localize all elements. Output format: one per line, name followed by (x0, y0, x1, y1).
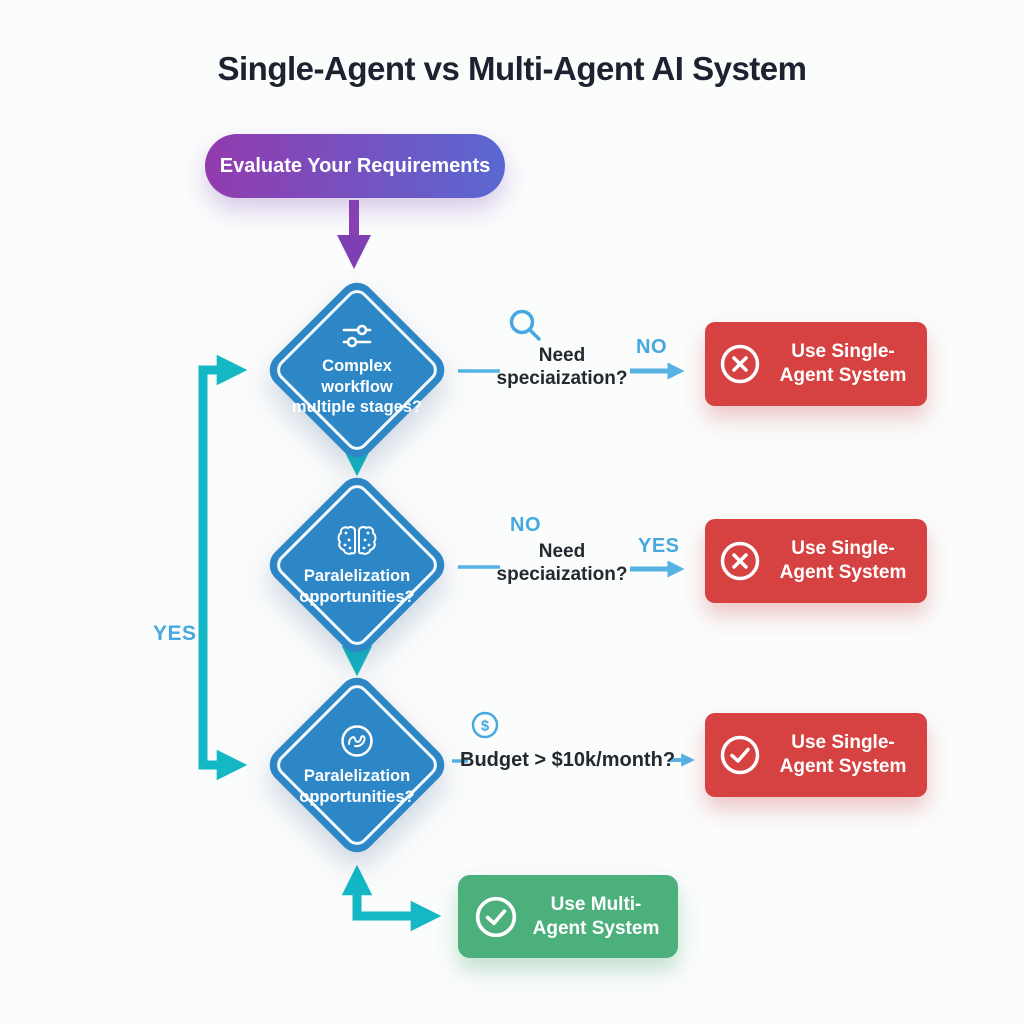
question-need-specialization-2: Need speciaization? (496, 541, 628, 585)
question-budget: Budget > $10k/month? (460, 749, 676, 771)
magnifier-icon (509, 309, 541, 341)
branch-label-yes-2: YES (638, 535, 680, 557)
question-need-specialization-1: Need speciaization? (496, 345, 628, 389)
decision-parallelization-2: Paralelization opportunities? (262, 670, 452, 860)
result-label: Use Single-Agent System (779, 732, 907, 777)
result-single-agent-3: Use Single-Agent System (705, 713, 927, 797)
branch-label-no-1: NO (636, 336, 667, 358)
decision-parallelization-1: Paralelization opportunities? (262, 470, 452, 660)
branch-label-no-2: NO (510, 514, 541, 536)
dollar-circle-icon: $ (471, 711, 499, 739)
sliders-icon (342, 324, 372, 348)
circled-brain-icon (341, 725, 373, 758)
final-label: Use Multi-Agent System (532, 893, 660, 939)
x-circle-icon (720, 344, 760, 384)
page-title: Single-Agent vs Multi-Agent AI System (217, 50, 807, 87)
result-label: Use Single-Agent System (779, 341, 907, 386)
x-circle-icon (720, 541, 760, 581)
decision-label: Paralelization opportunities? (299, 567, 415, 606)
decision-label: Paralelization opportunities? (299, 767, 415, 806)
yes-path-line-top (198, 354, 248, 770)
check-circle-icon (475, 896, 517, 937)
result-label: Use Single-Agent System (779, 538, 907, 583)
brain-icon (337, 526, 377, 556)
check-circle-icon (720, 735, 760, 775)
start-node-label: Evaluate Your Requirements (219, 154, 491, 177)
yes-path-label: YES (153, 622, 197, 645)
result-multi-agent: Use Multi-Agent System (458, 875, 678, 958)
decision-complex-workflow: Complex workflow multiple stages? (262, 275, 452, 465)
start-node: Evaluate Your Requirements (205, 134, 505, 198)
result-single-agent-1: Use Single-Agent System (705, 322, 927, 406)
decision-label: Complex workflow multiple stages? (291, 357, 423, 417)
result-single-agent-2: Use Single-Agent System (705, 519, 927, 603)
svg-text:$: $ (481, 718, 490, 735)
